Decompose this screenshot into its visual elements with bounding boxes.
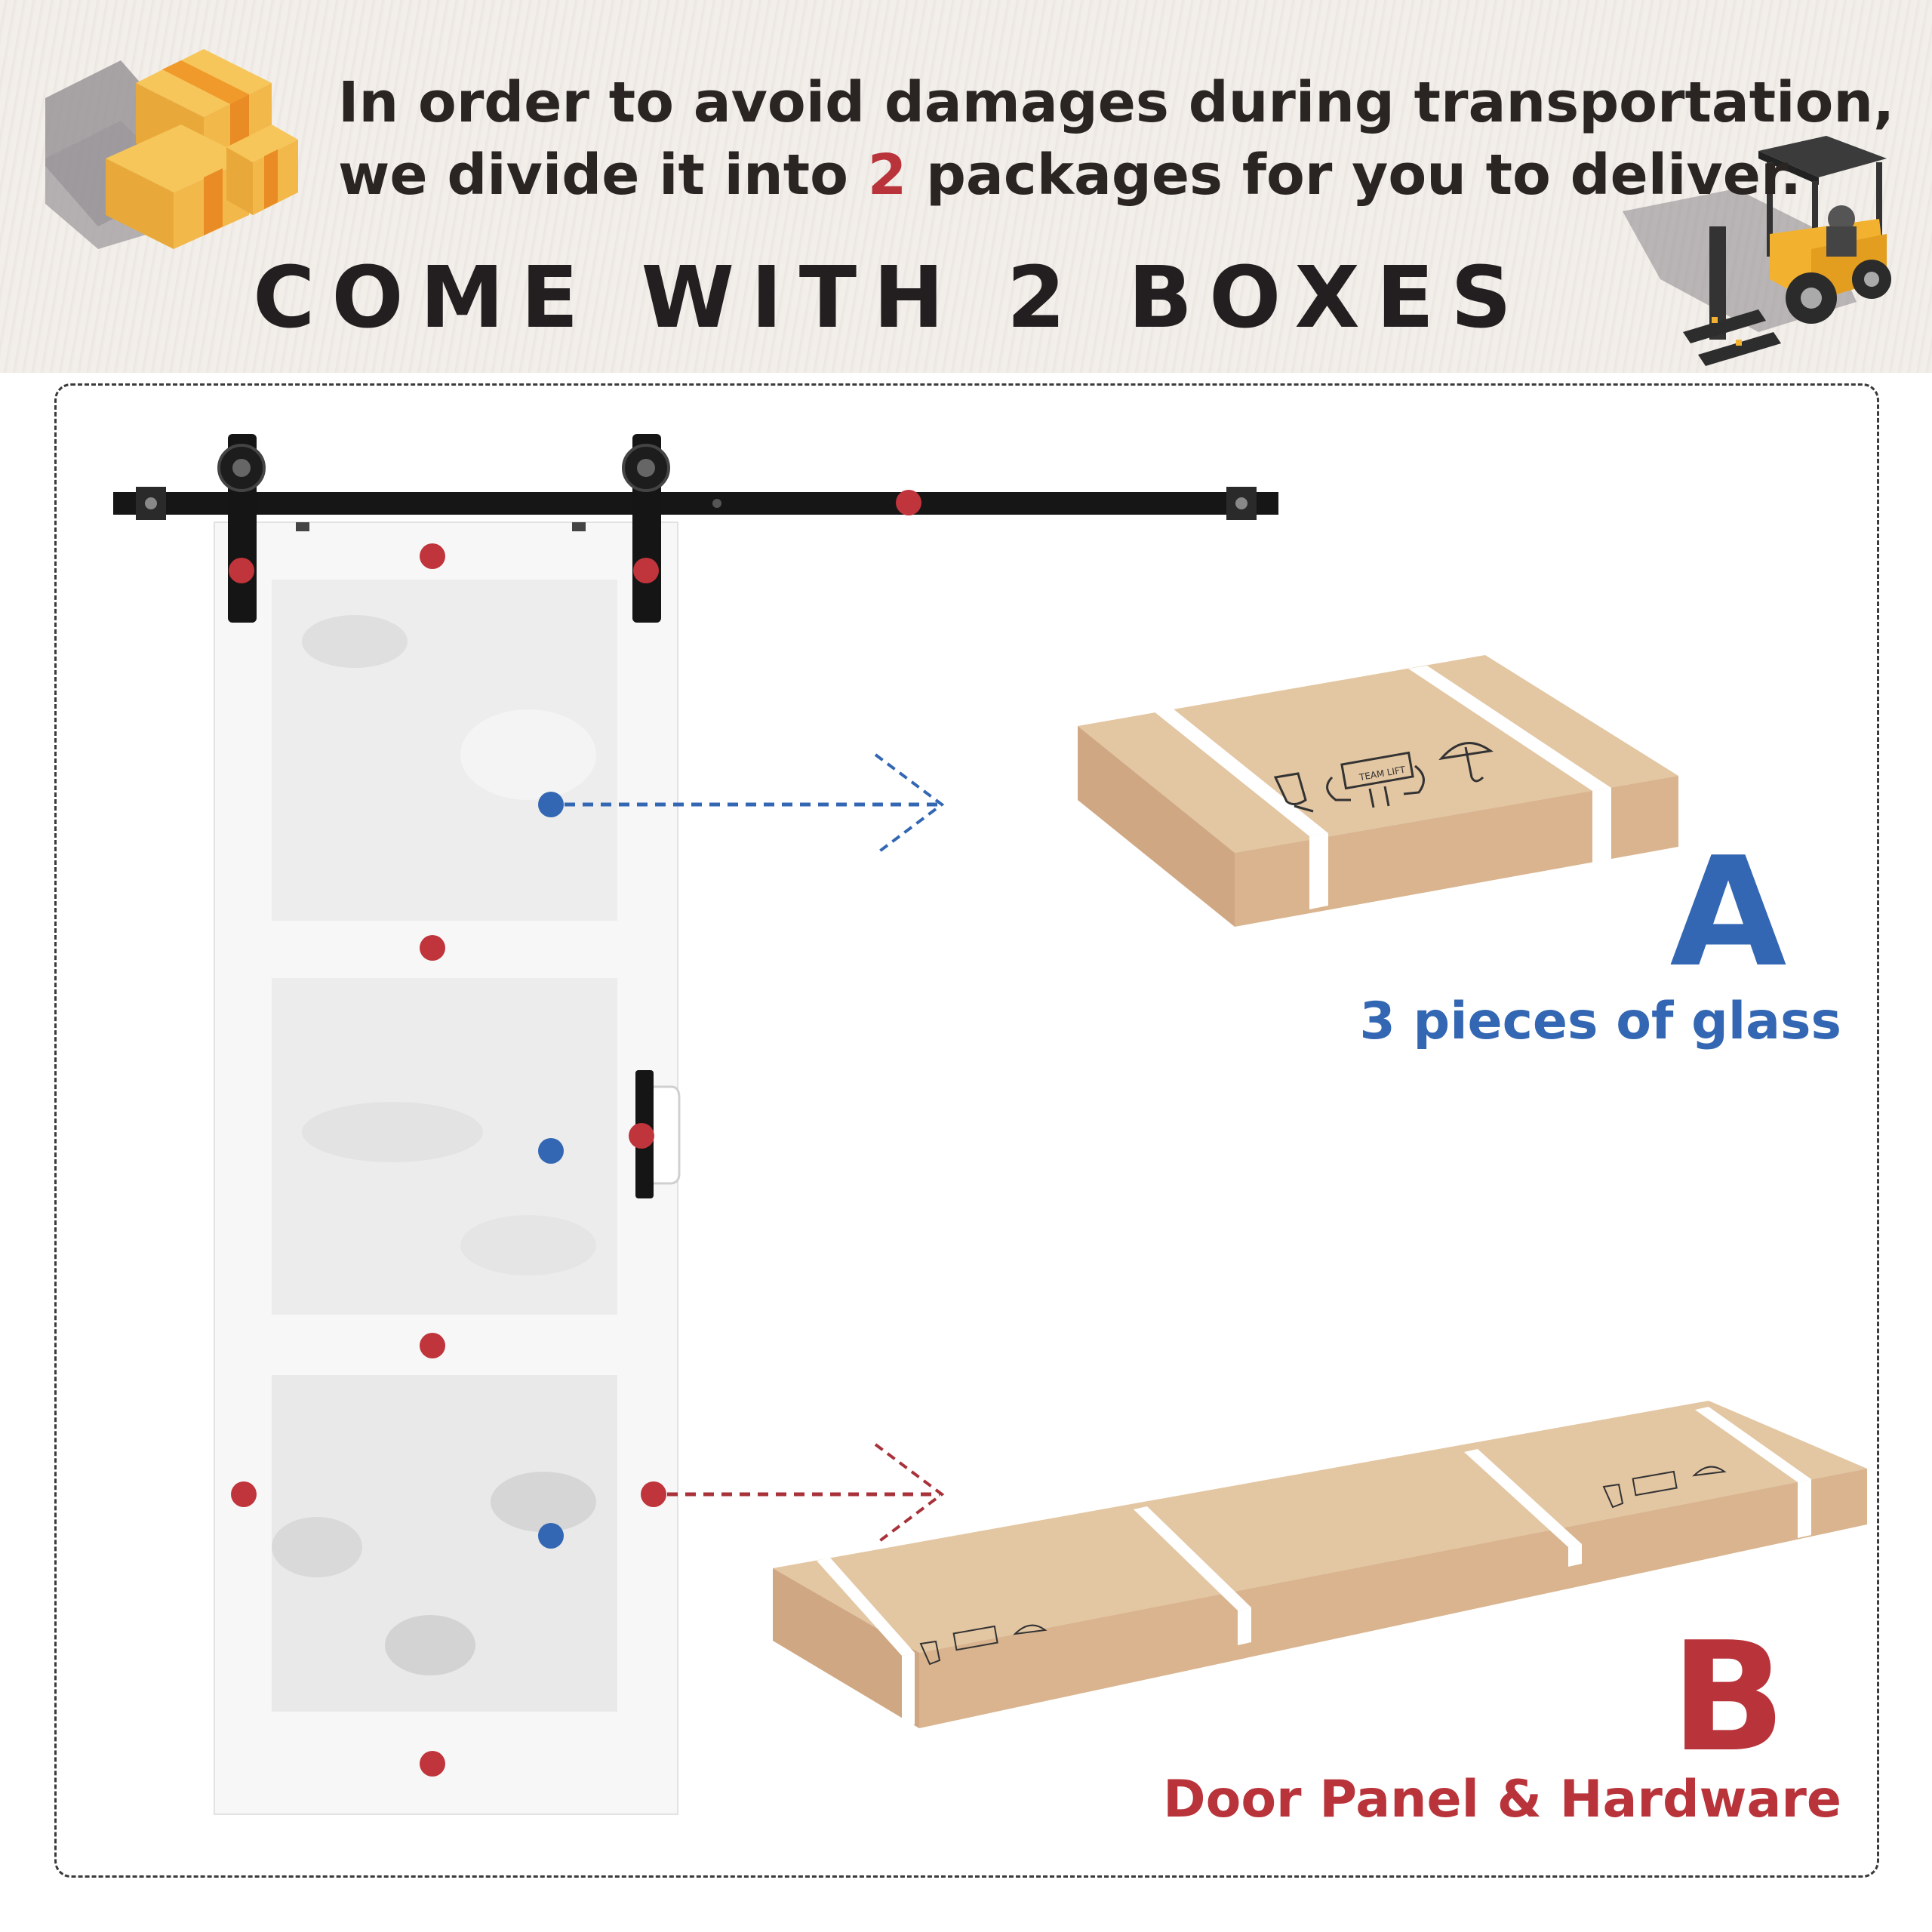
team-lift-icon [1326, 751, 1425, 808]
header-line-2-end: packages for you to deliver. [906, 143, 1802, 208]
headline-come-with-boxes: COME WITH 2 BOXES [253, 249, 1528, 347]
package-a-box: TEAM LIFT [1078, 655, 1678, 927]
part-markers [229, 490, 921, 1777]
forklift-icon [1623, 136, 1891, 366]
arrow-to-package-a [565, 753, 945, 856]
marker-hanger-left [229, 558, 254, 583]
fragile-glass-icon [1273, 772, 1314, 813]
door-panel [214, 521, 678, 1815]
package-b-box [773, 1401, 1867, 1728]
header-line-1: In order to avoid damages during transpo… [338, 70, 1895, 135]
marker-glass-2 [538, 1138, 564, 1164]
marker-rail [896, 490, 921, 515]
marker-mid-rail-2 [420, 1333, 445, 1358]
marker-hanger-right [633, 558, 659, 583]
umbrella-icon [1438, 742, 1494, 783]
header-line-2-start: we divide it into [338, 143, 868, 208]
marker-bottom-rail [420, 1751, 445, 1777]
marker-top-rail [420, 543, 445, 569]
marker-glass-1 [538, 792, 564, 817]
header-line-2: we divide it into 2 packages for you to … [338, 140, 1908, 210]
dashed-frame [54, 383, 1879, 1878]
package-a-letter: A [1669, 825, 1787, 1001]
package-b-letter: B [1670, 1610, 1786, 1786]
marker-mid-rail-1 [420, 935, 445, 961]
marker-right-stile [641, 1481, 666, 1507]
marker-handle [629, 1123, 654, 1149]
package-b-caption: Door Panel & Hardware [1163, 1770, 1841, 1829]
stacked-boxes-icon [45, 49, 298, 249]
package-a-caption: 3 pieces of glass [1359, 992, 1841, 1051]
barn-door-rail [113, 487, 1278, 520]
package-count-highlight: 2 [867, 143, 907, 208]
arrow-to-package-b [667, 1443, 945, 1546]
header-banner [0, 0, 1932, 373]
marker-left-stile [231, 1481, 257, 1507]
marker-glass-3 [538, 1523, 564, 1549]
